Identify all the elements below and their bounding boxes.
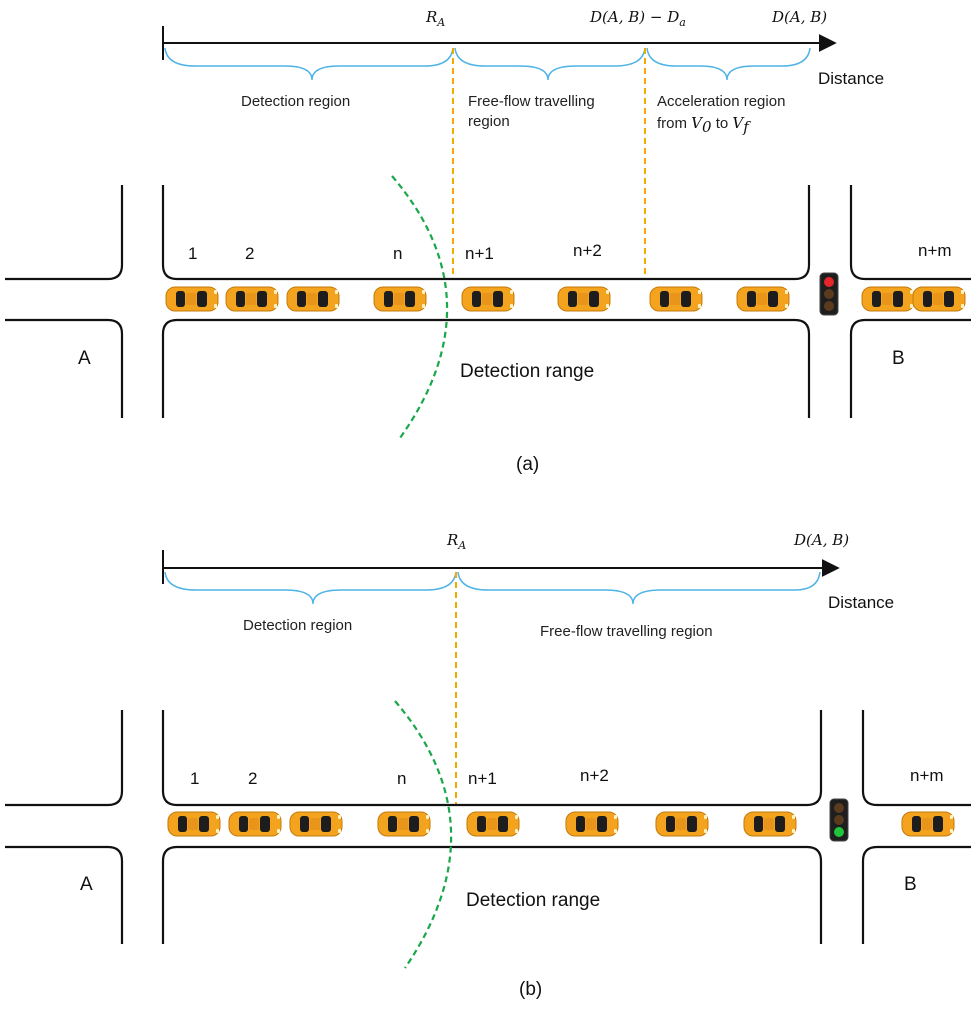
vehicle-label-n: n xyxy=(393,244,402,263)
acceleration-region-label-line2: from V0 to Vf xyxy=(657,114,751,136)
detection-region-label: Detection region xyxy=(243,617,352,634)
car xyxy=(225,286,279,312)
vehicle-label-n1: n+1 xyxy=(465,244,494,263)
vehicle-label-n: n xyxy=(397,769,406,788)
intersection-label-a: A xyxy=(78,348,91,369)
vehicles-a xyxy=(165,286,966,312)
traffic-signal-a xyxy=(819,272,839,316)
intersection-label-b: B xyxy=(904,874,917,895)
free-flow-region-label-line1: Free-flow travelling xyxy=(468,93,595,110)
detection-range-arc xyxy=(391,175,449,439)
vehicle-label-nm: n+m xyxy=(910,766,944,785)
vehicles-b xyxy=(167,811,955,837)
car xyxy=(167,811,221,837)
car xyxy=(743,811,797,837)
road-network xyxy=(5,710,971,944)
vehicle-label-2: 2 xyxy=(248,769,257,788)
traffic-signal-b xyxy=(829,798,849,842)
region-braces xyxy=(164,571,821,605)
brace-acceleration-region xyxy=(646,47,811,81)
brace-detection-region xyxy=(164,47,454,81)
intersection-label-a: A xyxy=(80,874,93,895)
vehicle-label-2: 2 xyxy=(245,244,254,263)
car xyxy=(466,811,520,837)
signal-green-lamp xyxy=(824,301,834,311)
car xyxy=(901,811,955,837)
panel-a-caption: (a) xyxy=(516,454,539,475)
car xyxy=(373,286,427,312)
acceleration-region-label-line1: Acceleration region xyxy=(657,93,785,110)
intersection-label-b: B xyxy=(892,348,905,369)
axis-mark-dab-minus-da: D(A, B) − Da xyxy=(589,8,686,29)
region-braces xyxy=(164,47,811,81)
panel-b-caption: (b) xyxy=(519,979,542,1000)
panel-b: RA D(A, B) Distance Detection region Fre… xyxy=(5,531,971,1000)
brace-free-flow-region xyxy=(457,571,821,605)
signal-amber-lamp xyxy=(824,289,834,299)
car xyxy=(165,286,219,312)
car xyxy=(377,811,431,837)
vehicle-label-nm: n+m xyxy=(918,241,952,260)
car xyxy=(736,286,790,312)
free-flow-region-label: Free-flow travelling region xyxy=(540,623,713,640)
detection-range-label: Detection range xyxy=(466,890,600,911)
car xyxy=(289,811,343,837)
road-network xyxy=(5,185,971,418)
vehicle-label-n2: n+2 xyxy=(580,766,609,785)
signal-amber-lamp xyxy=(834,815,844,825)
vehicle-label-1: 1 xyxy=(190,769,199,788)
car xyxy=(565,811,619,837)
axis-label-distance: Distance xyxy=(828,593,894,612)
detection-range-arc xyxy=(394,700,453,969)
axis-mark-ra: RA xyxy=(446,531,466,552)
vehicle-label-n2: n+2 xyxy=(573,241,602,260)
brace-detection-region xyxy=(164,571,457,605)
axis-label-distance: Distance xyxy=(818,69,884,88)
car xyxy=(912,286,966,312)
axis-mark-ra: RA xyxy=(425,8,445,29)
free-flow-region-label-line2: region xyxy=(468,113,510,130)
axis-mark-dab: D(A, B) xyxy=(793,531,849,549)
detection-range-label: Detection range xyxy=(460,361,594,382)
distance-axis: RA D(A, B) Distance xyxy=(162,531,894,612)
car xyxy=(557,286,611,312)
car xyxy=(228,811,282,837)
vehicle-label-1: 1 xyxy=(188,244,197,263)
car xyxy=(655,811,709,837)
vehicle-label-n1: n+1 xyxy=(468,769,497,788)
detection-region-label: Detection region xyxy=(241,93,350,110)
car xyxy=(861,286,915,312)
distance-axis: RA D(A, B) − Da D(A, B) Distance xyxy=(162,8,884,88)
signal-red-lamp xyxy=(834,803,844,813)
signal-green-lamp xyxy=(834,827,844,837)
panel-a: RA D(A, B) − Da D(A, B) Distance Detecti… xyxy=(5,8,971,475)
brace-free-flow-region xyxy=(454,47,646,81)
signal-red-lamp xyxy=(824,277,834,287)
car xyxy=(461,286,515,312)
car xyxy=(649,286,703,312)
car xyxy=(286,286,340,312)
axis-mark-dab: D(A, B) xyxy=(771,8,827,26)
